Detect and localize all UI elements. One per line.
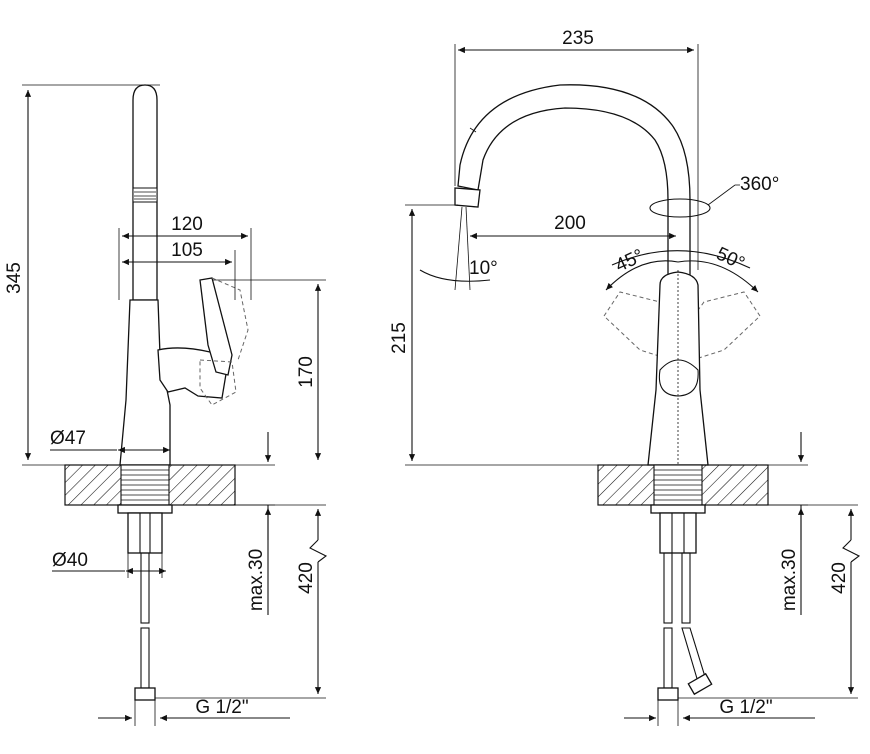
right-dim-200: 200 [554, 213, 586, 234]
left-dim-170: 170 [296, 356, 317, 388]
left-faucet-body [119, 84, 249, 466]
right-dimension-lines [405, 44, 861, 726]
right-dim-215: 215 [389, 322, 410, 354]
right-dim-45-degree: 45° [612, 245, 647, 276]
left-dim-diameter-47: Ø47 [50, 428, 86, 449]
left-dim-120: 120 [171, 214, 203, 235]
right-dim-360-degree: 360° [740, 174, 779, 195]
right-dim-50-degree: 50° [713, 243, 748, 274]
left-view: 345 120 105 170 Ø47 Ø40 max.30 420 G 1/2… [4, 84, 328, 726]
right-hoses [657, 552, 713, 701]
right-nut [659, 512, 697, 554]
right-faucet-spout [454, 84, 711, 286]
left-dim-420: 420 [296, 562, 317, 594]
right-view: 235 360° 200 215 10° 45° 50° max.30 420 … [389, 28, 861, 726]
left-hose [134, 552, 156, 701]
right-dim-235: 235 [562, 28, 594, 49]
left-nut [127, 512, 163, 554]
left-dim-105: 105 [171, 240, 203, 261]
left-dim-345: 345 [4, 262, 25, 294]
left-dimension-lines [22, 84, 328, 726]
left-dim-diameter-40: Ø40 [52, 550, 88, 571]
right-faucet-body [603, 250, 761, 466]
left-dim-thread: G 1/2" [195, 697, 248, 718]
left-dim-max-30: max.30 [246, 549, 267, 611]
right-dim-10-degree: 10° [469, 258, 498, 279]
right-dim-thread: G 1/2" [719, 697, 772, 718]
right-dim-max-30: max.30 [779, 549, 800, 611]
right-dim-420: 420 [829, 562, 850, 594]
